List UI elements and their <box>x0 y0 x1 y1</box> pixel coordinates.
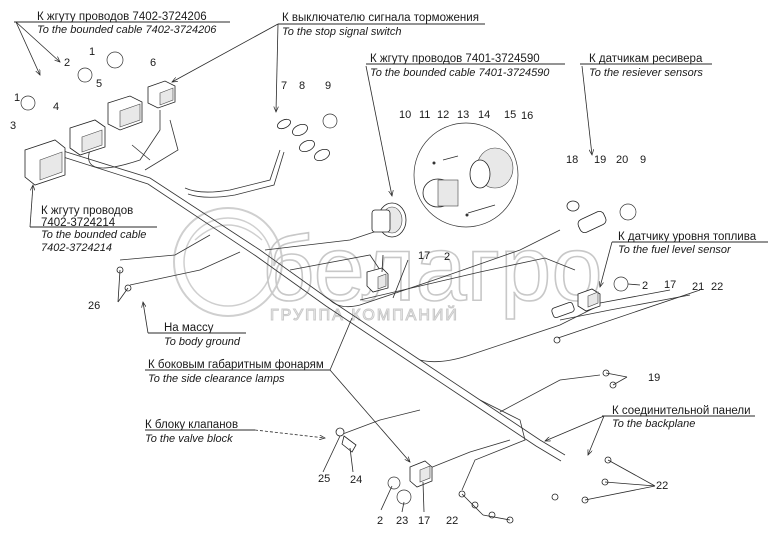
callout-9: 9 <box>325 80 331 92</box>
callout-2: 2 <box>377 515 383 527</box>
detail-circle <box>413 122 519 228</box>
callout-22: 22 <box>656 480 668 492</box>
callout-14: 14 <box>478 109 490 121</box>
callout-17: 17 <box>418 250 430 262</box>
label-ru: На массу <box>164 322 214 334</box>
callout-6: 6 <box>150 57 156 69</box>
label-ru-line1: К жгуту проводов <box>41 205 133 217</box>
callout-21: 21 <box>692 281 704 293</box>
label-en: To the bounded cable 7402-3724206 <box>37 24 217 36</box>
connector-6 <box>147 80 176 109</box>
callout-1: 1 <box>14 92 20 104</box>
label-ru: К датчику уровня топлива <box>618 231 757 243</box>
label-en: To the backplane <box>612 418 695 430</box>
callout-13: 13 <box>457 109 469 121</box>
label-harness-7402-3724214: К жгуту проводов 7402-3724214 To the bou… <box>41 205 146 254</box>
connector-5 <box>107 95 143 131</box>
callout-19: 19 <box>594 154 606 166</box>
watermark-logo-outer-ring <box>173 207 283 317</box>
callout-22: 22 <box>711 281 723 293</box>
callout-7: 7 <box>281 80 287 92</box>
callout-1: 1 <box>89 46 95 58</box>
watermark-brand: белагро <box>262 218 603 320</box>
label-valve-block: К блоку клапанов To the valve block <box>145 419 238 445</box>
label-harness-7402-3724206: К жгуту проводов 7402-3724206 To the bou… <box>37 11 217 36</box>
callout-17: 17 <box>418 515 430 527</box>
callout-8: 8 <box>299 80 305 92</box>
watermark-logo-inner-ring <box>183 217 273 307</box>
leader-lines <box>14 21 768 521</box>
label-en-line2: 7402-3724214 <box>41 242 112 254</box>
callout-2: 2 <box>64 57 70 69</box>
callout-2: 2 <box>642 280 648 292</box>
callout-15: 15 <box>504 109 516 121</box>
callout-20: 20 <box>616 154 628 166</box>
callout-12: 12 <box>437 109 449 121</box>
label-side-clearance-lamps: К боковым габаритным фонарям To the side… <box>148 359 324 385</box>
callout-numbers: 1 1 2 3 4 5 6 7 8 9 10 11 12 13 14 15 16… <box>10 46 723 527</box>
round-connector-14 <box>371 202 407 238</box>
label-ru: К блоку клапанов <box>145 419 238 431</box>
fuel-sensor-20 <box>566 200 607 234</box>
watermark-logo-arc <box>194 224 263 241</box>
label-stop-signal-switch: К выключателю сигнала торможения To the … <box>282 12 479 38</box>
valve-block-connector <box>335 427 357 453</box>
stop-signal-connectors <box>277 118 330 162</box>
callout-4: 4 <box>53 101 59 113</box>
callout-17: 17 <box>664 279 676 291</box>
callout-10: 10 <box>399 109 411 121</box>
label-en: To body ground <box>164 336 241 348</box>
label-ru: К выключателю сигнала торможения <box>282 12 479 24</box>
label-receiver-sensors: К датчикам ресивера To the resiever sens… <box>589 53 703 79</box>
label-body-ground: На массу To body ground <box>164 322 241 348</box>
callout-5: 5 <box>96 78 102 90</box>
connector-3 <box>24 139 66 186</box>
label-ru-line2: 7402-3724214 <box>41 217 116 229</box>
callout-24: 24 <box>350 474 362 486</box>
label-ru: К жгуту проводов 7401-3724590 <box>370 53 540 65</box>
callout-11: 11 <box>419 109 430 121</box>
label-en: To the resiever sensors <box>589 67 703 79</box>
label-ru: К соединительной панели <box>612 405 751 417</box>
callout-25: 25 <box>318 473 330 485</box>
label-en-line1: To the bounded cable <box>41 229 146 241</box>
label-en: To the side clearance lamps <box>148 373 285 385</box>
watermark-subtitle: ГРУППА КОМПАНИЙ <box>270 305 459 324</box>
label-ru: К датчикам ресивера <box>589 53 703 65</box>
label-ru: К жгуту проводов 7402-3724206 <box>37 11 207 23</box>
harness-trunk <box>59 110 691 491</box>
connector-17-right <box>551 288 601 319</box>
label-en: To the valve block <box>145 433 233 445</box>
callout-19: 19 <box>648 372 660 384</box>
callout-18: 18 <box>566 154 578 166</box>
label-fuel-level-sensor: К датчику уровня топлива To the fuel lev… <box>618 231 757 256</box>
callout-2: 2 <box>444 251 450 263</box>
label-ru: К боковым габаритным фонарям <box>148 359 324 371</box>
connector-17-center <box>366 267 389 293</box>
label-backplane: К соединительной панели To the backplane <box>612 405 751 430</box>
connector-4 <box>69 119 106 156</box>
label-harness-7401-3724590: К жгуту проводов 7401-3724590 To the bou… <box>370 53 550 79</box>
connector-17-bottom <box>409 460 433 488</box>
callout-23: 23 <box>396 515 408 527</box>
callout-22: 22 <box>446 515 458 527</box>
callout-9: 9 <box>640 154 646 166</box>
callout-3: 3 <box>10 120 16 132</box>
callout-26: 26 <box>88 300 100 312</box>
watermark: белагро ГРУППА КОМПАНИЙ <box>173 207 603 325</box>
callout-16: 16 <box>521 110 533 122</box>
label-en: To the stop signal switch <box>282 26 401 38</box>
label-en: To the bounded cable 7401-3724590 <box>370 67 550 79</box>
ring-terminals <box>116 266 617 524</box>
label-en: To the fuel level sensor <box>618 244 732 256</box>
